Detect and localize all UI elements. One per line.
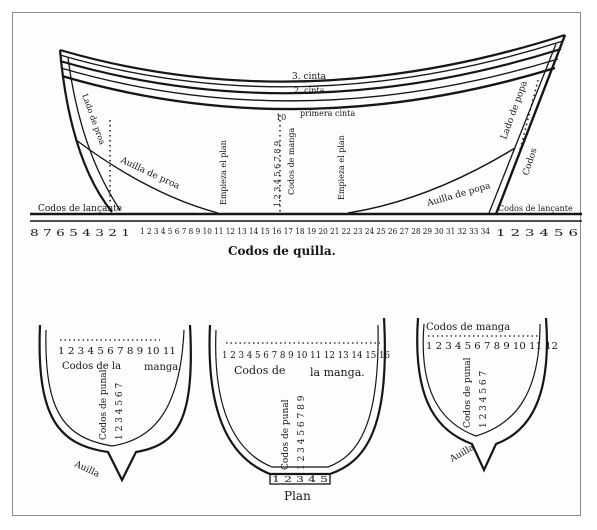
cross-section-2: 1 2 3 4 5 6 7 8 9 10 11 12 13 14 15 16 C… xyxy=(208,317,390,503)
section-2-bottom-label: Plan xyxy=(284,489,311,503)
keel-numbers-main: 1 2 3 4 5 6 7 8 9 10 11 12 13 14 15 16 1… xyxy=(140,227,490,236)
keel-numbers-right: 1 2 3 4 5 6 xyxy=(496,229,578,239)
bow-stem-inner xyxy=(67,57,121,211)
center-numbers-vertical: 1 2 3 4 5 6 7 8 9 xyxy=(273,141,282,207)
hull-strake-2 xyxy=(59,40,564,88)
section-1-side-label: Codos de punal xyxy=(99,369,109,440)
hull-strake-5 xyxy=(61,66,556,111)
section-2-label-1: Codos de xyxy=(234,364,285,377)
section-1-top-numbers: 1 2 3 4 5 6 7 8 9 10 11 xyxy=(58,347,176,357)
section-1-label-1: Codos de la xyxy=(62,361,121,372)
bow-rake-line xyxy=(75,139,219,214)
section-2-inner xyxy=(215,324,379,468)
section-3-top-numbers: 1 2 3 4 5 6 7 8 9 10 11 12 xyxy=(426,342,558,352)
strake-label-3: primera cinta xyxy=(300,109,355,118)
keel-label: Codos de quilla. xyxy=(228,244,336,258)
strake-label-1: 3. cinta xyxy=(292,72,327,82)
section-1-outline xyxy=(38,324,192,483)
section-2-top-numbers: 1 2 3 4 5 6 7 8 9 10 11 12 13 14 15 16 xyxy=(222,351,390,361)
hull-profile: 3. cinta 2. cinta primera cinta Lado de … xyxy=(30,33,582,258)
section-2-side-label: Codos de punal xyxy=(281,399,291,470)
section-1-inner xyxy=(45,329,185,447)
center-vertical-label-1: Empieza el plan xyxy=(219,140,228,205)
stern-station-line xyxy=(519,79,539,151)
stern-post-inner xyxy=(488,43,557,214)
section-3-top-label: Codos de manga xyxy=(426,322,510,333)
stern-rake-label: Auilla de popa xyxy=(425,181,492,209)
stern-rake-line xyxy=(347,147,516,214)
section-3-bottom-label: Auilla xyxy=(448,442,477,465)
section-1-side-numbers: 1 2 3 4 5 6 7 xyxy=(115,382,125,440)
cross-section-1: 1 2 3 4 5 6 7 8 9 10 11 Codos de la mang… xyxy=(38,324,192,483)
keel-numbers-left: 8 7 6 5 4 3 2 1 xyxy=(30,229,130,239)
section-2-label-2: la manga. xyxy=(310,366,365,379)
bow-stem-outer xyxy=(58,49,113,213)
strake-label-2: 2. cinta xyxy=(294,86,325,95)
center-vertical-label-2: Codos de manga xyxy=(287,127,296,195)
section-3-outline xyxy=(416,317,548,473)
hull-strake-4 xyxy=(60,58,559,102)
hull-strake-3 xyxy=(59,47,562,95)
section-3-side-numbers: 1 2 3 4 5 6 7 xyxy=(479,370,489,428)
section-1-bottom-label: Auilla xyxy=(72,459,102,480)
bottom-right-label: Codos de lançante xyxy=(498,204,573,213)
bottom-left-label: Codos de lançante xyxy=(38,204,122,214)
center-numbers-top: 10 xyxy=(276,113,286,122)
stern-stem-label: Lado de popa xyxy=(499,79,530,141)
hull-strake-top xyxy=(59,33,566,83)
section-2-bottom-numbers: 1 2 3 4 5 xyxy=(272,475,328,484)
bow-stem-label: Lado de proa xyxy=(80,93,107,147)
section-3-inner xyxy=(422,323,541,437)
section-3-side-label: Codos de punal xyxy=(463,357,473,428)
section-2-side-numbers: 1 2 3 4 5 6 7 8 9 xyxy=(297,395,307,470)
cross-section-3: Codos de manga 1 2 3 4 5 6 7 8 9 10 11 1… xyxy=(416,317,558,473)
section-2-plan-box xyxy=(269,473,331,485)
stern-stem-label-2: Codos xyxy=(521,147,539,177)
center-vertical-label-3: Empieza el plan xyxy=(337,135,346,200)
stern-post-outer xyxy=(494,34,567,215)
section-1-label-2: manga. xyxy=(144,362,181,373)
